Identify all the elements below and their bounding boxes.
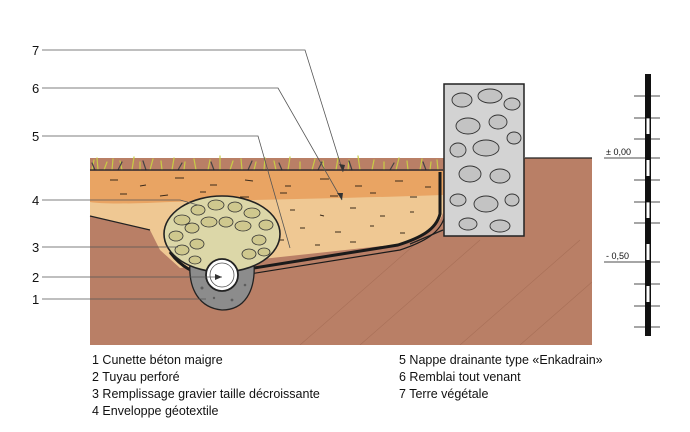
callout-2: 2 (32, 270, 39, 285)
callout-4: 4 (32, 193, 39, 208)
callout-3: 3 (32, 240, 39, 255)
gravel-stones (168, 199, 274, 265)
wall-stones (449, 88, 522, 233)
legend-item-4: 4 Enveloppe géotextile (92, 404, 219, 418)
perforated-pipe (205, 258, 239, 292)
legend-right-column: 5 Nappe drainante type «Enkadrain» 6 Rem… (399, 352, 603, 403)
callout-1: 1 (32, 292, 39, 307)
callout-6: 6 (32, 81, 39, 96)
callout-5: 5 (32, 129, 39, 144)
callout-arrowheads (215, 164, 345, 280)
legend-item-3: 3 Remplissage gravier taille décroissant… (92, 387, 320, 401)
leader-7 (42, 49, 344, 173)
callout-leaders (42, 49, 344, 300)
leader-4 (42, 199, 199, 206)
callout-7: 7 (32, 43, 39, 58)
backfill-texture (110, 177, 431, 246)
drainage-membrane (168, 172, 442, 277)
level-scale (604, 74, 660, 336)
legend-item-1: 1 Cunette béton maigre (92, 353, 223, 367)
level-label-zero: ± 0,00 (606, 147, 631, 157)
trench-outline (89, 215, 444, 245)
leader-5 (42, 135, 291, 249)
legend-item-2: 2 Tuyau perforé (92, 370, 180, 384)
leader-6 (42, 87, 343, 201)
legend-left-column: 1 Cunette béton maigre 2 Tuyau perforé 3… (92, 352, 320, 420)
legend-item-5: 5 Nappe drainante type «Enkadrain» (399, 353, 603, 367)
topsoil-layer (90, 171, 443, 204)
legend-item-6: 6 Remblai tout venant (399, 370, 521, 384)
level-label-minus-050: - 0,50 (606, 251, 629, 261)
grass (91, 155, 439, 171)
legend-item-7: 7 Terre végétale (399, 387, 489, 401)
